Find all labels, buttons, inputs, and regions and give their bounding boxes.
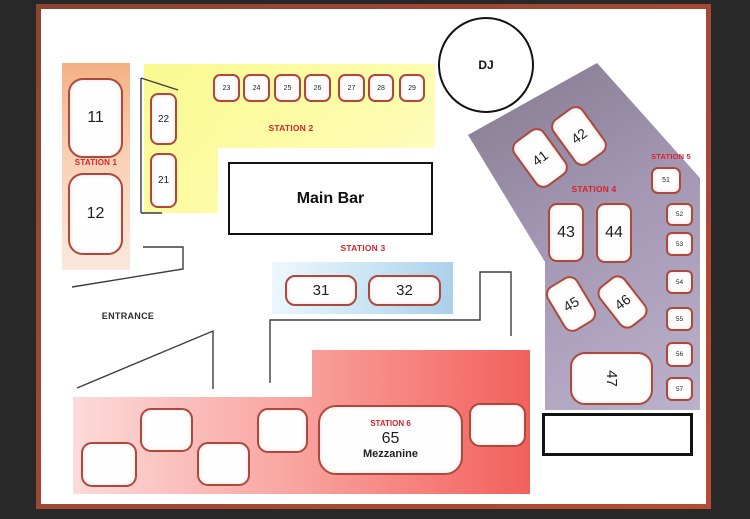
- table-station6-d[interactable]: [257, 408, 308, 453]
- station-1-label: STATION 1: [74, 158, 118, 167]
- mezzanine-label: Mezzanine: [362, 448, 418, 461]
- table-station6-b[interactable]: [140, 408, 193, 452]
- main-bar: Main Bar: [228, 162, 433, 235]
- station-6-label: STATION 6: [370, 418, 411, 428]
- table-28[interactable]: 28: [368, 74, 394, 102]
- table-52[interactable]: 52: [666, 203, 693, 226]
- table-24[interactable]: 24: [243, 74, 270, 102]
- table-55[interactable]: 55: [666, 307, 693, 331]
- table-56[interactable]: 56: [666, 342, 693, 367]
- table-65[interactable]: STATION 6 65 Mezzanine: [318, 405, 463, 475]
- service-bar-counter: [542, 413, 693, 456]
- table-32[interactable]: 32: [368, 275, 441, 306]
- table-44[interactable]: 44: [596, 203, 632, 263]
- table-11[interactable]: 11: [68, 78, 123, 158]
- table-31[interactable]: 31: [285, 275, 357, 306]
- table-51[interactable]: 51: [651, 167, 681, 194]
- table-station6-c[interactable]: [197, 442, 250, 486]
- station-5-label: STATION 5: [651, 152, 691, 161]
- station-2-label: STATION 2: [268, 123, 314, 133]
- table-25[interactable]: 25: [274, 74, 301, 102]
- table-53[interactable]: 53: [666, 232, 693, 256]
- table-station6-e[interactable]: [469, 403, 526, 447]
- table-29[interactable]: 29: [399, 74, 425, 102]
- table-12[interactable]: 12: [68, 173, 123, 255]
- table-57[interactable]: 57: [666, 377, 693, 401]
- table-21[interactable]: 21: [150, 153, 177, 208]
- table-26[interactable]: 26: [304, 74, 331, 102]
- table-65-number: 65: [381, 430, 400, 448]
- table-22[interactable]: 22: [150, 93, 177, 145]
- table-47[interactable]: 47: [603, 370, 620, 387]
- table-23[interactable]: 23: [213, 74, 240, 102]
- table-station6-a[interactable]: [81, 442, 137, 487]
- table-54[interactable]: 54: [666, 270, 693, 294]
- station-4-label: STATION 4: [571, 184, 617, 194]
- station-3-label: STATION 3: [340, 243, 386, 253]
- entrance-label: ENTRANCE: [101, 311, 155, 321]
- dj-booth: DJ: [438, 17, 534, 113]
- table-43[interactable]: 43: [548, 203, 584, 262]
- table-27[interactable]: 27: [338, 74, 365, 102]
